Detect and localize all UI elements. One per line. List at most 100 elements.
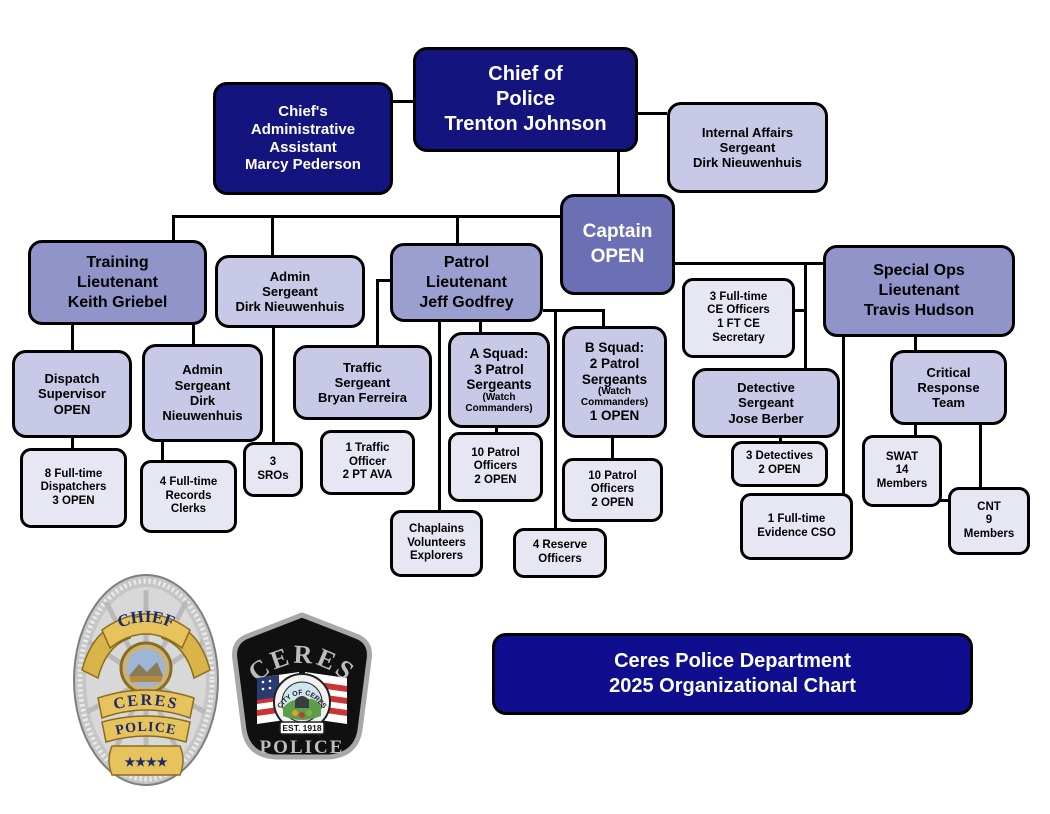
connector-patrol-right-stub [543, 309, 605, 312]
node-detective-sergeant: Detective Sergeant Jose Berber [692, 368, 840, 438]
node-text-line: Team [932, 395, 965, 411]
node-traffic-sergeant: Traffic Sergeant Bryan Ferreira [293, 345, 432, 420]
node-text-line: Internal Affairs [701, 124, 794, 140]
node-b-squad: B Squad: 2 Patrol Sergeants (Watch Comma… [562, 326, 667, 438]
node-text-line: Officers [590, 483, 635, 496]
node-text-line: 2 Patrol [589, 355, 640, 371]
node-text-line: Special Ops [873, 262, 965, 279]
node-text-line: Marcy Pederson [245, 156, 361, 174]
node-text-line: Dirk Nieuwenhuis [235, 299, 345, 315]
badge-police-text: POLICE [114, 720, 177, 739]
node-text-line: 1 OPEN [589, 408, 640, 424]
node-text-line: Explorers [409, 550, 464, 563]
connector-swat-cnt [940, 499, 950, 502]
connector-training-dispatch [71, 324, 74, 351]
chart-title-line: Ceres Police Department [614, 650, 851, 672]
node-text-line: Response [917, 379, 980, 395]
node-chief-of-police: Chief of Police Trenton Johnson [413, 47, 638, 152]
node-ce-officers: 3 Full-time CE Officers 1 FT CE Secretar… [682, 278, 795, 358]
node-text-line: Admin [269, 268, 311, 284]
node-text-line: Jose Berber [728, 410, 804, 426]
node-text-line: SWAT [885, 450, 919, 463]
node-text-line: Lieutenant [426, 273, 507, 291]
connector-patrol-chaplains [438, 321, 441, 511]
node-text-line: Dispatchers [40, 481, 107, 494]
node-text-line: Detective [737, 380, 795, 395]
connector-crt-swat [914, 424, 917, 437]
node-text-line: 2 OPEN [758, 464, 801, 476]
node-text-line: Volunteers [407, 536, 466, 549]
connector-reserve-drop [554, 309, 557, 529]
node-text-line: 14 [895, 464, 909, 477]
node-text-line: OPEN [53, 401, 91, 417]
node-text-line: 10 Patrol [471, 446, 520, 459]
connector-assistant-chief [393, 100, 413, 103]
node-text-line: Critical [926, 364, 971, 380]
connector-admin-records-clerks [161, 441, 164, 461]
node-text-line: Sergeants [466, 377, 532, 393]
node-text-line: 8 Full-time [44, 467, 103, 480]
chart-title-box: Ceres Police Department 2025 Organizatio… [492, 633, 973, 715]
node-training-lieutenant: Training Lieutenant Keith Griebel [28, 240, 207, 325]
node-records-clerks: 4 Full-time Records Clerks [140, 460, 237, 533]
node-text-line: Lieutenant [77, 273, 158, 291]
node-text-line: 1 FT CE [717, 318, 760, 330]
node-text-line: OPEN [590, 245, 645, 267]
node-detectives: 3 Detectives 2 OPEN [731, 441, 828, 487]
node-sros: 3 SROs [243, 442, 303, 497]
node-text-line: 3 OPEN [52, 494, 95, 507]
patch-est-text: EST. 1918 [282, 723, 321, 733]
node-text-line: 2 OPEN [591, 496, 634, 509]
node-text-line: B Squad: [584, 339, 645, 355]
node-text-line: Supervisor [38, 386, 106, 402]
connector-ce-stub [795, 309, 806, 312]
node-text-line: 1 Traffic [345, 442, 390, 455]
svg-text:POLICE: POLICE [114, 720, 178, 739]
node-patrol-lieutenant: Patrol Lieutenant Jeff Godfrey [390, 243, 543, 322]
connector-patrol-asquad [479, 321, 482, 333]
node-text-line: Clerks [170, 503, 207, 516]
node-admin-sergeant-records: Admin Sergeant Dirk Nieuwenhuis [142, 344, 263, 442]
connector-bsquad-patrolofficers [611, 438, 614, 459]
chart-title-line: 2025 Organizational Chart [609, 675, 856, 697]
node-text-line: 4 Reserve [532, 539, 588, 552]
node-text-line: 4 Full-time [159, 476, 218, 489]
connector-specialops-evidence [842, 337, 845, 494]
connector-traffic-drop [376, 279, 379, 346]
node-text-line: (Watch Commanders) [465, 392, 533, 414]
node-text-line: Sergeants [581, 371, 648, 387]
connector-crt-cnt [979, 424, 982, 488]
node-text-line: Captain [582, 220, 653, 242]
connector-chief-captain [617, 152, 620, 195]
badge-police-banner [101, 715, 191, 743]
node-text-line: Officer [348, 455, 387, 468]
node-text-line: 2 OPEN [474, 473, 517, 486]
connector-bus-detective [804, 262, 807, 369]
node-a-squad-patrol-officers: 10 Patrol Officers 2 OPEN [448, 432, 543, 502]
node-text-line: Traffic [342, 359, 382, 375]
node-text-line: Sergeant [719, 139, 776, 155]
node-text-line: CNT [977, 500, 1001, 513]
node-chiefs-admin-assistant: Chief's Administrative Assistant Marcy P… [213, 82, 393, 195]
patch-police-text: POLICE [260, 737, 345, 758]
node-text-line: (Watch Commanders) [580, 386, 649, 408]
node-text-line: Dispatch [44, 371, 100, 386]
node-text-line: Chief's [278, 103, 328, 121]
node-text-line: Records [165, 489, 212, 502]
node-text-line: Sergeant [262, 283, 318, 299]
connector-bus-row2 [172, 215, 562, 218]
node-text-line: 3 Detectives [745, 450, 814, 463]
node-text-line: Training [86, 253, 149, 271]
node-chaplains-volunteers: Chaplains Volunteers Explorers [390, 510, 483, 577]
node-text-line: Members [963, 527, 1015, 540]
badge-bottom-plate [108, 745, 184, 776]
connector-specialops-crt [914, 337, 917, 351]
node-text-line: Patrol [443, 253, 490, 271]
connector-patrol-traffic-stub [376, 279, 391, 282]
node-text-line: Sergeant [174, 377, 231, 393]
connector-bus-patrol [456, 215, 459, 244]
badge-ceres-text: CERES [112, 692, 179, 713]
node-text-line: Members [876, 477, 928, 490]
connector-asquad-patrolofficers [495, 427, 498, 433]
node-text-line: CE Officers [707, 304, 770, 317]
